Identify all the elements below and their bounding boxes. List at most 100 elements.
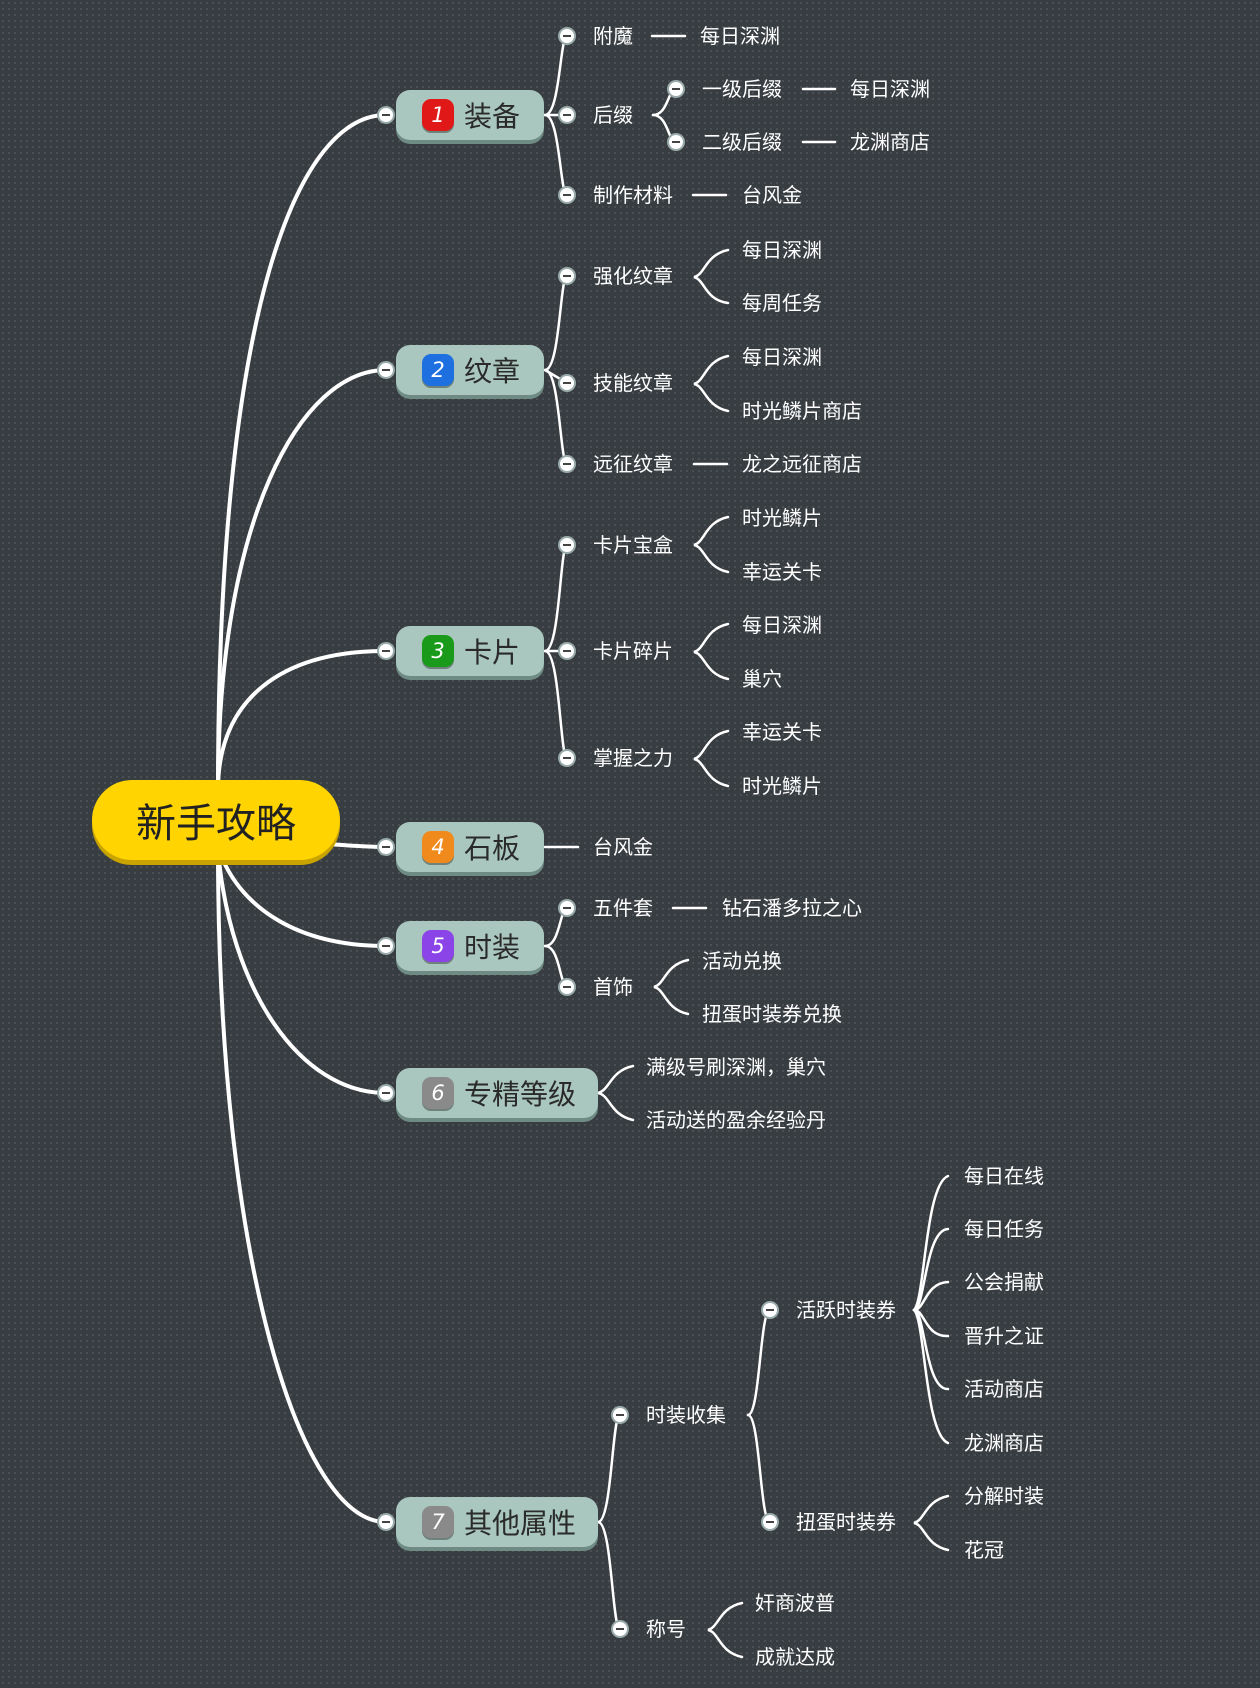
node-houzhui-2[interactable]: 二级后缀 [702, 130, 782, 154]
branch-label: 时装 [464, 931, 521, 964]
node-hy-2[interactable]: 每日任务 [964, 1217, 1044, 1241]
branch-equipment[interactable]: 1 装备 [396, 90, 544, 140]
node-houzhui[interactable]: 后缀 [593, 103, 633, 127]
link-root-b1 [216, 113, 388, 792]
collapse-button-icon[interactable] [558, 106, 576, 124]
node-zhizuo[interactable]: 制作材料 [593, 183, 673, 207]
node-hysz[interactable]: 活跃时装券 [796, 1298, 896, 1322]
node-kpbh-a[interactable]: 时光鳞片 [742, 506, 822, 530]
collapse-button-icon[interactable] [558, 27, 576, 45]
node-wjt[interactable]: 五件套 [593, 896, 653, 920]
branch-label: 石板 [464, 832, 521, 865]
node-shiban-source[interactable]: 台风金 [593, 835, 653, 859]
number-badge-icon: 3 [422, 635, 454, 667]
number-badge-icon: 5 [422, 930, 454, 962]
collapse-button-icon[interactable] [377, 361, 395, 379]
collapse-button-icon[interactable] [558, 899, 576, 917]
node-fumo[interactable]: 附魔 [593, 24, 633, 48]
branch-mastery-level[interactable]: 6 专精等级 [396, 1068, 598, 1118]
collapse-button-icon[interactable] [377, 937, 395, 955]
branch-label: 其他属性 [464, 1507, 577, 1540]
collapse-button-icon[interactable] [558, 186, 576, 204]
node-qhwz-a[interactable]: 每日深渊 [742, 238, 822, 262]
branch-label: 装备 [464, 100, 521, 133]
link-root-b2 [216, 368, 388, 792]
link-root-b6 [216, 848, 388, 1095]
branch-label: 纹章 [464, 355, 521, 388]
node-houzhui-2-source[interactable]: 龙渊商店 [850, 130, 930, 154]
node-kpsp-b[interactable]: 巢穴 [742, 667, 782, 691]
node-kpsp[interactable]: 卡片碎片 [593, 639, 673, 663]
node-hy-6[interactable]: 龙渊商店 [964, 1431, 1044, 1455]
node-shoushi-a[interactable]: 活动兑换 [702, 949, 782, 973]
node-hy-1[interactable]: 每日在线 [964, 1164, 1044, 1188]
collapse-button-icon[interactable] [558, 536, 576, 554]
node-zwzl[interactable]: 掌握之力 [593, 746, 673, 770]
node-shoushi-b[interactable]: 扭蛋时装券兑换 [702, 1002, 842, 1026]
node-ch-2[interactable]: 成就达成 [755, 1645, 835, 1669]
number-badge-icon: 2 [422, 354, 454, 386]
collapse-button-icon[interactable] [377, 642, 395, 660]
branch-label: 卡片 [464, 636, 521, 669]
collapse-button-icon[interactable] [558, 749, 576, 767]
collapse-button-icon[interactable] [377, 106, 395, 124]
branch-label: 专精等级 [464, 1078, 577, 1111]
node-yzwz-source[interactable]: 龙之远征商店 [742, 452, 862, 476]
collapse-button-icon[interactable] [377, 1084, 395, 1102]
node-hy-3[interactable]: 公会捐献 [964, 1270, 1044, 1294]
node-kpsp-a[interactable]: 每日深渊 [742, 613, 822, 637]
collapse-button-icon[interactable] [611, 1620, 629, 1638]
node-zwzl-b[interactable]: 时光鳞片 [742, 774, 822, 798]
number-badge-icon: 1 [422, 99, 454, 131]
number-badge-icon: 6 [422, 1077, 454, 1109]
node-mastery-b[interactable]: 活动送的盈余经验丹 [646, 1108, 826, 1132]
node-kpbh-b[interactable]: 幸运关卡 [742, 560, 822, 584]
collapse-button-icon[interactable] [611, 1406, 629, 1424]
collapse-button-icon[interactable] [558, 642, 576, 660]
node-hy-5[interactable]: 活动商店 [964, 1377, 1044, 1401]
branch-fashion[interactable]: 5 时装 [396, 921, 544, 971]
collapse-button-icon[interactable] [377, 1513, 395, 1531]
branch-card[interactable]: 3 卡片 [396, 626, 544, 676]
node-nd-2[interactable]: 花冠 [964, 1538, 1004, 1562]
node-jnwz-a[interactable]: 每日深渊 [742, 345, 822, 369]
node-wjt-source[interactable]: 钻石潘多拉之心 [722, 896, 862, 920]
node-ndsz[interactable]: 扭蛋时装券 [796, 1510, 896, 1534]
link-root-b3 [216, 649, 388, 792]
node-houzhui-1[interactable]: 一级后缀 [702, 77, 782, 101]
link-root-b5 [216, 846, 388, 948]
node-shoushi[interactable]: 首饰 [593, 975, 633, 999]
collapse-button-icon[interactable] [667, 80, 685, 98]
node-jnwz-b[interactable]: 时光鳞片商店 [742, 399, 862, 423]
node-nd-1[interactable]: 分解时装 [964, 1484, 1044, 1508]
collapse-button-icon[interactable] [377, 838, 395, 856]
node-houzhui-1-source[interactable]: 每日深渊 [850, 77, 930, 101]
node-zhizuo-source[interactable]: 台风金 [742, 183, 802, 207]
node-yzwz[interactable]: 远征纹章 [593, 452, 673, 476]
collapse-button-icon[interactable] [667, 133, 685, 151]
collapse-button-icon[interactable] [761, 1513, 779, 1531]
node-jnwz[interactable]: 技能纹章 [593, 371, 673, 395]
node-qhwz-b[interactable]: 每周任务 [742, 291, 822, 315]
collapse-button-icon[interactable] [558, 978, 576, 996]
node-zwzl-a[interactable]: 幸运关卡 [742, 720, 822, 744]
number-badge-icon: 7 [422, 1506, 454, 1538]
node-qhwz[interactable]: 强化纹章 [593, 264, 673, 288]
branch-slate[interactable]: 4 石板 [396, 822, 544, 872]
branch-other-attributes[interactable]: 7 其他属性 [396, 1497, 598, 1547]
node-kpbh[interactable]: 卡片宝盒 [593, 533, 673, 557]
collapse-button-icon[interactable] [558, 455, 576, 473]
node-chenghao[interactable]: 称号 [646, 1617, 686, 1641]
node-hy-4[interactable]: 晋升之证 [964, 1324, 1044, 1348]
link-root-b7 [216, 848, 388, 1524]
collapse-button-icon[interactable] [761, 1301, 779, 1319]
node-szsj[interactable]: 时装收集 [646, 1403, 726, 1427]
collapse-button-icon[interactable] [558, 374, 576, 392]
branch-emblem[interactable]: 2 纹章 [396, 345, 544, 395]
node-mastery-a[interactable]: 满级号刷深渊，巢穴 [646, 1055, 826, 1079]
node-fumo-source[interactable]: 每日深渊 [700, 24, 780, 48]
node-ch-1[interactable]: 奸商波普 [755, 1591, 835, 1615]
collapse-button-icon[interactable] [558, 267, 576, 285]
root-topic[interactable]: 新手攻略 [92, 780, 340, 860]
